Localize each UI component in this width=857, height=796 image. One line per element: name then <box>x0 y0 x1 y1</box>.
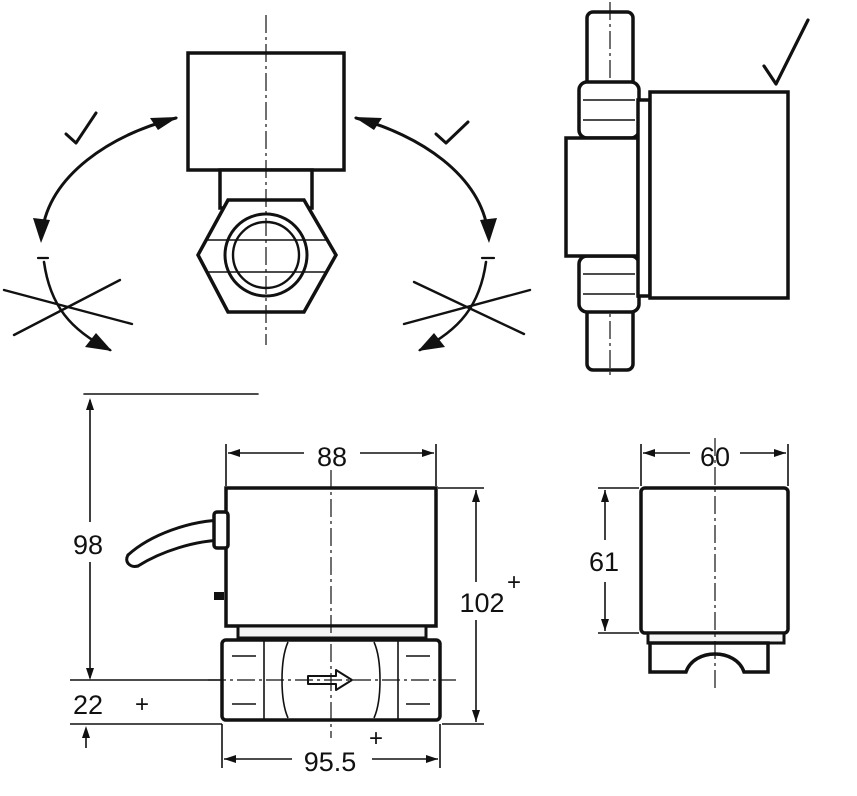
rotation-arc-left-lower <box>42 260 112 352</box>
upper-nut <box>577 80 641 140</box>
front-view <box>2 15 532 352</box>
base-plate <box>236 624 428 640</box>
side-elevation: 60 61 <box>589 438 790 690</box>
cable-gland <box>212 510 230 550</box>
valve-body <box>564 136 640 258</box>
check-mark-icon <box>762 18 810 86</box>
cross-mark-icon <box>2 278 134 337</box>
dimension-height-base: 22 <box>73 690 103 720</box>
hex-nut <box>196 198 339 314</box>
pipe-bore-outer <box>223 212 309 298</box>
rotation-arc-right <box>354 116 490 234</box>
dimension-side-width: 60 <box>700 442 730 472</box>
screw-terminal <box>214 592 224 600</box>
plus-sign-right: + <box>507 569 521 596</box>
arrowhead-right-forbidden <box>418 333 445 351</box>
check-mark-icon <box>64 111 98 145</box>
cross-mark-icon <box>402 280 532 336</box>
mounting-plate <box>636 98 652 298</box>
dimension-height-right: 102 <box>459 588 504 618</box>
arrowhead-left-bottom <box>33 218 50 243</box>
side-view-top <box>564 2 810 378</box>
plus-sign-bottom: + <box>369 725 383 752</box>
arrowhead-left-top <box>150 117 178 130</box>
arrowhead-left-forbidden <box>85 333 112 351</box>
dimension-width-top: 88 <box>317 442 347 472</box>
dimension-height-total: 98 <box>73 530 103 560</box>
arrowhead-right-bottom <box>480 218 497 243</box>
pipe-saddle <box>648 641 770 674</box>
rotation-arc-left <box>40 116 178 234</box>
rotation-arc-right-lower <box>418 260 488 352</box>
check-mark-icon <box>434 120 470 145</box>
plus-sign-left: + <box>135 691 149 718</box>
arrowhead-right-top <box>354 117 382 130</box>
actuator-side <box>648 90 790 300</box>
dimension-side-height: 61 <box>589 547 619 577</box>
lower-nut <box>577 254 641 314</box>
flow-arrow-icon <box>307 669 353 691</box>
dimension-length-bottom: 95.5 <box>304 747 357 777</box>
front-elevation: 88 98 22 + 102 + 95.5 + <box>70 393 521 777</box>
